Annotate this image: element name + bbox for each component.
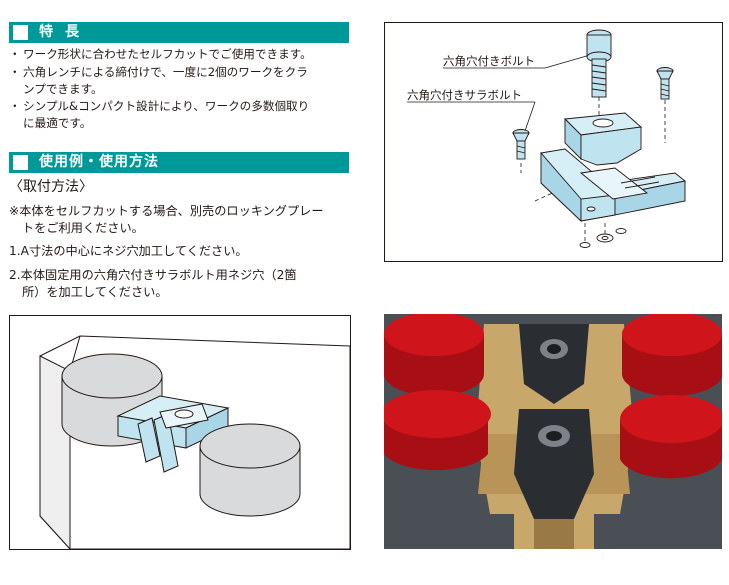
feature-bullet-2: ・ 六角レンチによる締付けで、一度に2個のワークをクラ ンプできます。 bbox=[9, 64, 308, 98]
installation-illustration bbox=[9, 315, 351, 550]
usage-header: 使用例・使用方法 bbox=[9, 152, 349, 173]
feature-line: に最適です。 bbox=[23, 116, 92, 130]
bullet-mark: ・ bbox=[9, 47, 21, 61]
feature-line: ンプできます。 bbox=[23, 82, 103, 96]
header-square-icon bbox=[13, 155, 28, 170]
work-cylinder-right-icon bbox=[199, 423, 301, 517]
locking-plate-icon bbox=[116, 395, 230, 473]
feature-line: 六角レンチによる締付けで、一度に2個のワークをクラ bbox=[23, 65, 308, 79]
note-line-2: トをご利用ください。 bbox=[22, 221, 144, 235]
step-1: 1.A寸法の中心にネジ穴加工してください。 bbox=[9, 244, 248, 258]
base-rail-icon bbox=[540, 148, 687, 223]
step-2-line-2: 所）を加工してください。 bbox=[22, 285, 168, 299]
step-2-line-1: 2.本体固定用の六角穴付きサラボルト用ネジ穴（2箇 bbox=[9, 268, 297, 282]
exploded-parts-drawing: 六角穴付きボルト 六角穴付きサラボルト bbox=[407, 29, 687, 248]
steel-wedge-icon bbox=[519, 324, 589, 404]
usage-heading: 使用例・使用方法 bbox=[39, 154, 159, 170]
install-method-subheading: 〈取付方法〉 bbox=[9, 179, 93, 195]
feature-bullet-1: ・ ワーク形状に合わせたセルフカットでご使用できます。 bbox=[9, 46, 312, 63]
feature-line: ワーク形状に合わせたセルフカットでご使用できます。 bbox=[23, 47, 312, 61]
feature-bullet-3: ・ シンプル&コンパクト設計により、ワークの多数個取り に最適です。 bbox=[9, 98, 309, 132]
label-countersunk-bolt: 六角穴付きサラボルト bbox=[407, 88, 522, 102]
red-workpiece-icon bbox=[620, 395, 722, 479]
red-workpiece-icon bbox=[384, 390, 491, 471]
wedge-clamp-icon bbox=[564, 112, 643, 166]
exploded-parts-figure: 六角穴付きボルト 六角穴付きサラボルト bbox=[384, 22, 723, 262]
red-workpiece-icon bbox=[622, 314, 722, 396]
header-square-icon bbox=[13, 25, 28, 40]
bottom-fastener-icon bbox=[579, 228, 627, 248]
red-workpiece-icon bbox=[384, 314, 484, 396]
countersunk-screw-icon bbox=[512, 129, 530, 160]
product-photo-drawing bbox=[384, 314, 722, 549]
bullet-mark: ・ bbox=[9, 65, 21, 79]
label-hex-socket-bolt: 六角穴付きボルト bbox=[443, 54, 535, 68]
features-header: 特長 bbox=[9, 22, 349, 43]
installation-drawing bbox=[39, 335, 350, 549]
hex-socket-bolt-icon bbox=[586, 29, 612, 98]
product-photo bbox=[384, 314, 722, 549]
features-heading: 特長 bbox=[39, 24, 91, 40]
countersunk-screw-icon bbox=[656, 67, 674, 100]
feature-line: シンプル&コンパクト設計により、ワークの多数個取り bbox=[23, 99, 310, 113]
steel-wedge-icon bbox=[514, 409, 594, 519]
note-line-1: ※本体をセルフカットする場合、別売のロッキングプレー bbox=[9, 204, 324, 218]
bullet-mark: ・ bbox=[9, 99, 21, 113]
